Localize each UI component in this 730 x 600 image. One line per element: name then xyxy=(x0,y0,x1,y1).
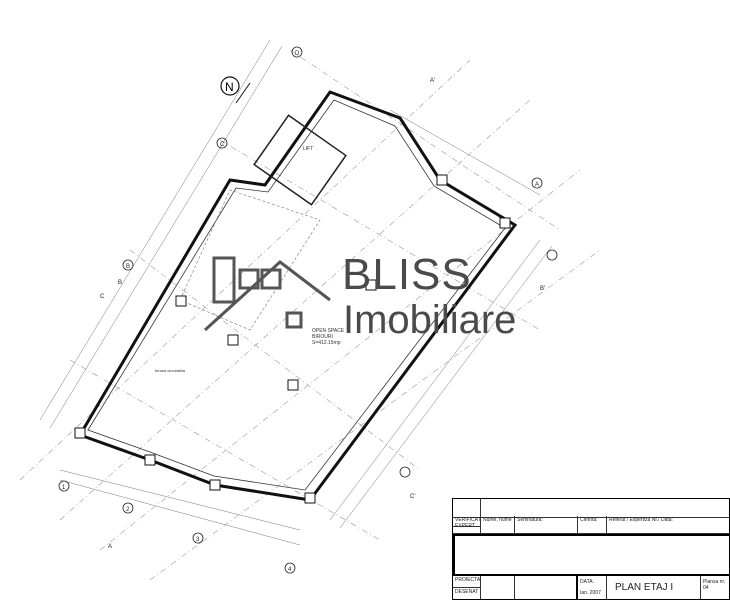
date-cell: DATA: Ian. 2007 xyxy=(578,576,607,599)
watermark-brand: BLISS xyxy=(342,250,472,299)
svg-text:C: C xyxy=(100,294,105,300)
lift-label: LIFT xyxy=(303,146,313,152)
axis-bubbles xyxy=(58,46,558,574)
dimension-lines xyxy=(39,39,553,546)
room-label-1: OPEN SPACE xyxy=(312,328,345,334)
nume-label: Nume, nume xyxy=(481,516,515,534)
semnatura-label: Semnatura: xyxy=(515,516,578,534)
data-value: Ian. 2007 xyxy=(580,590,601,596)
plansa-label: Plansa nr. xyxy=(703,579,726,585)
svg-text:A': A' xyxy=(430,78,435,84)
stone-terrace xyxy=(179,189,321,331)
verificator-label: VERIFICATOR/ EXPERT xyxy=(453,516,481,534)
north-symbol xyxy=(220,76,240,96)
svg-text:4: 4 xyxy=(288,567,292,573)
proiectat-label: PROIECTAT xyxy=(453,576,481,588)
north-label: N xyxy=(225,80,234,94)
data-label: DATA: xyxy=(580,579,594,585)
plansa-cell: Plansa nr. 04 xyxy=(701,576,729,599)
svg-text:B: B xyxy=(126,264,130,270)
plansa-value: 04 xyxy=(703,585,709,591)
plan-note: terasa circulabila xyxy=(155,368,186,373)
desenat-label: DESENAT xyxy=(453,588,481,599)
svg-text:1: 1 xyxy=(62,485,66,491)
svg-text:A: A xyxy=(535,182,539,188)
svg-text:A: A xyxy=(108,544,112,550)
grid-axes xyxy=(19,49,601,581)
room-label-2: BIROURI xyxy=(312,334,333,340)
svg-text:C': C' xyxy=(410,494,415,500)
stair-core xyxy=(253,114,347,206)
svg-text:B: B xyxy=(118,280,122,286)
grid-labels: D C B A 1 2 3 4 A A' B B' C C' xyxy=(62,51,545,573)
svg-text:2: 2 xyxy=(126,507,130,513)
room-label-3: S=412.15mp xyxy=(312,340,341,346)
svg-text:3: 3 xyxy=(196,537,200,543)
title-block: VERIFICATOR/ EXPERT Nume, nume Semnatura… xyxy=(452,498,730,600)
svg-text:C: C xyxy=(220,142,225,148)
columns xyxy=(74,174,511,504)
watermark-logo-icon xyxy=(203,256,331,332)
cerinta-label: Cerinta: xyxy=(578,516,607,534)
svg-text:B': B' xyxy=(540,286,545,292)
referat-label: Referat / Expertiza Nr./ Data: xyxy=(607,516,729,534)
svg-text:D: D xyxy=(295,51,300,57)
drawing-title: PLAN ETAJ I xyxy=(607,576,701,599)
watermark-sub: Imobiliare xyxy=(343,298,517,342)
